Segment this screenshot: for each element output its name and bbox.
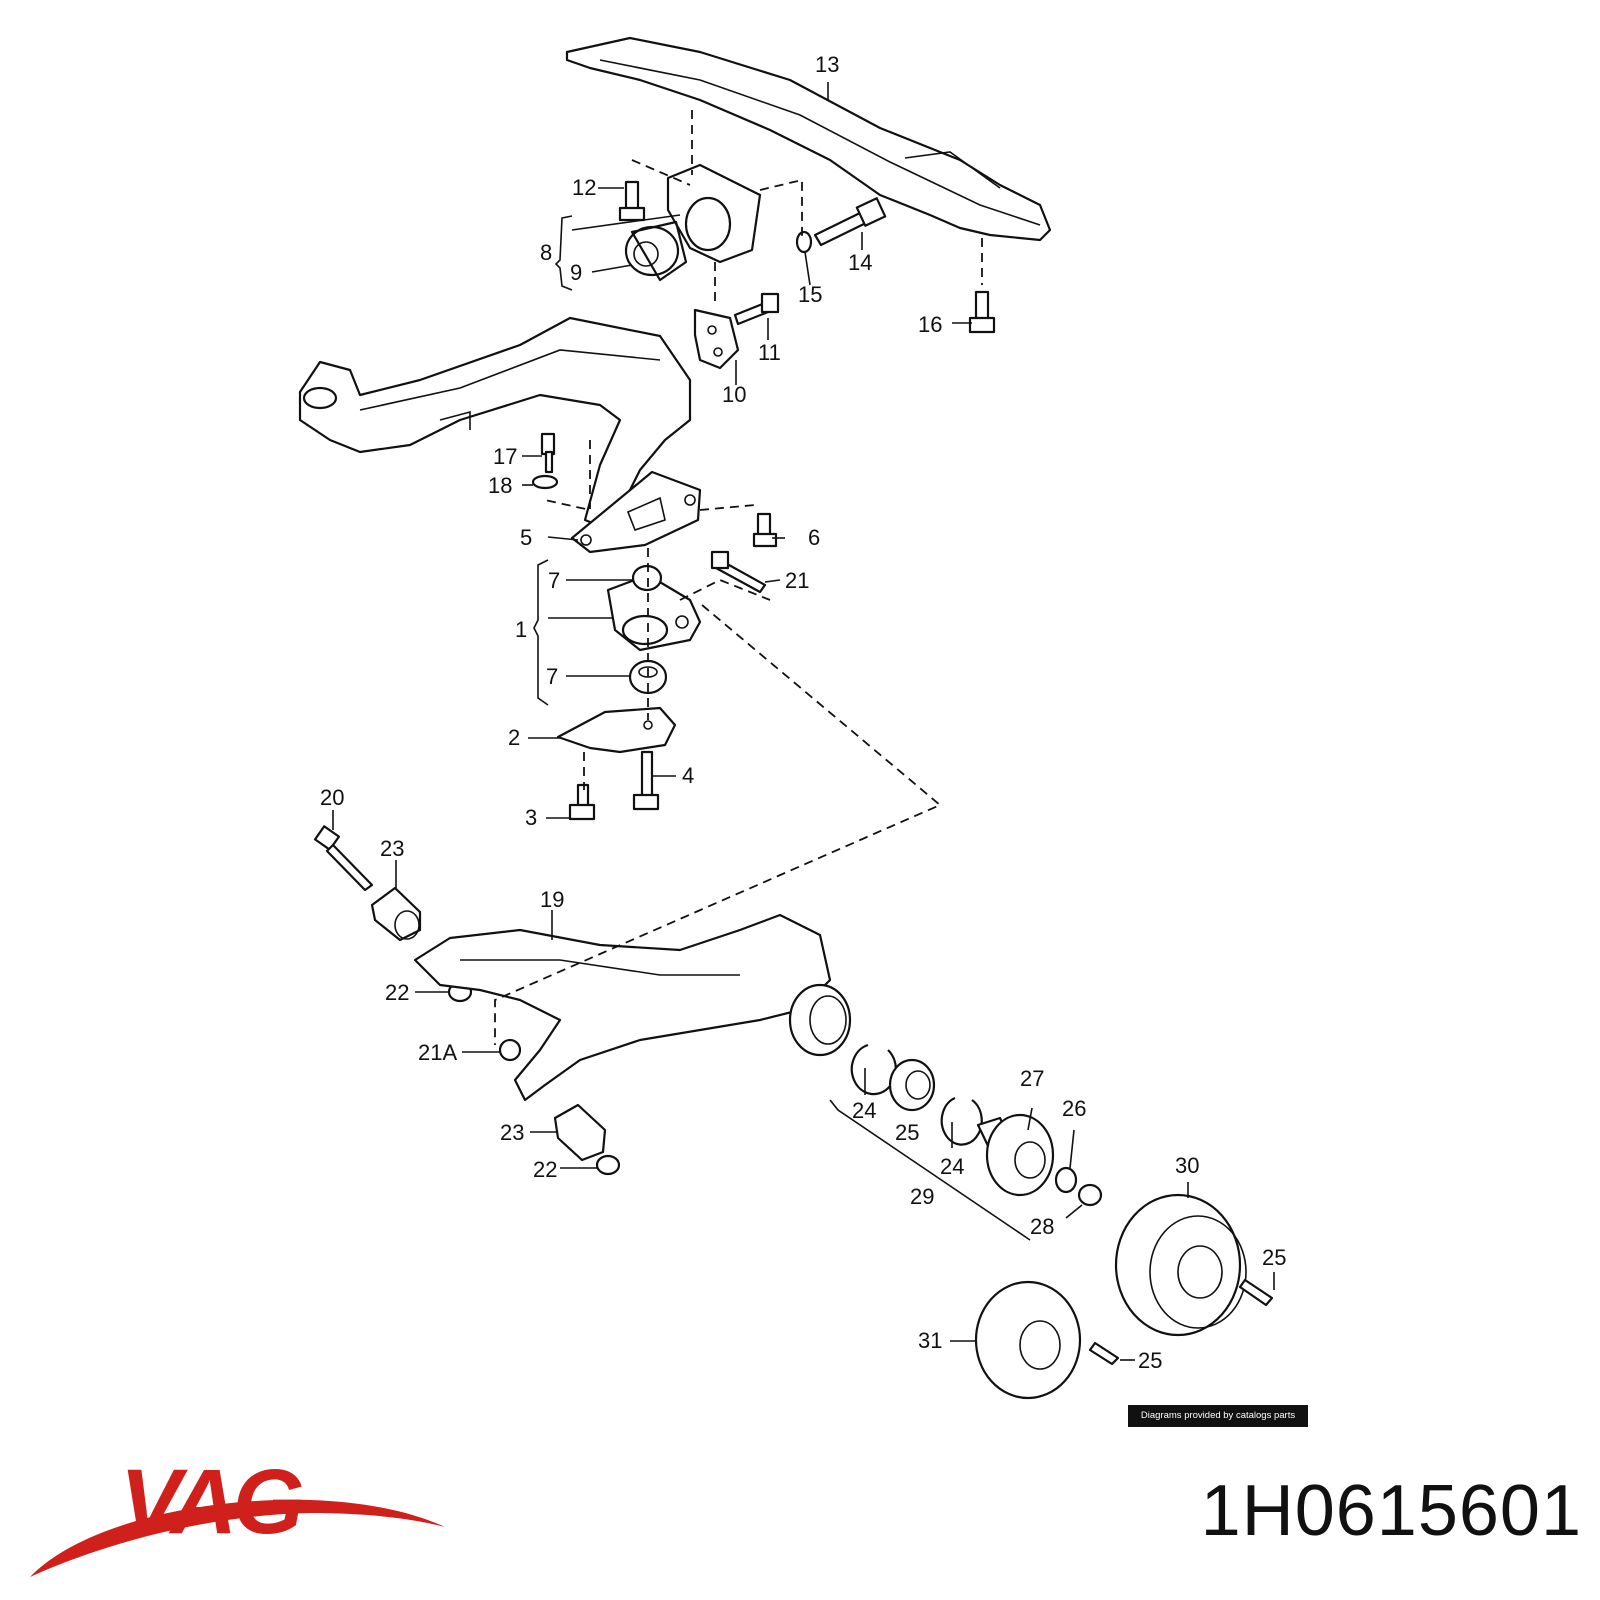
callout-23-upper: 23: [380, 836, 404, 861]
callout-19: 19: [540, 887, 564, 912]
bushing-bracket-8: [624, 163, 762, 282]
callout-20: 20: [320, 785, 344, 810]
callout-14: 14: [848, 250, 872, 275]
callout-10: 10: [722, 382, 746, 407]
callout-25-bearing: 25: [895, 1120, 919, 1145]
callout-22-upper: 22: [385, 980, 409, 1005]
washer-18: [531, 474, 559, 490]
callout-11: 11: [758, 340, 781, 365]
callout-8: 8: [540, 240, 552, 265]
callout-28: 28: [1030, 1214, 1054, 1239]
callout-17: 17: [493, 444, 517, 469]
bolt-3: [568, 783, 596, 821]
vag-logo: VAG: [30, 1451, 445, 1577]
assembly-lines: [494, 110, 983, 1045]
bushing-7-upper: [631, 564, 663, 592]
callout-25-disc: 25: [1138, 1348, 1162, 1373]
bolt-4: [632, 750, 660, 811]
callout-16: 16: [918, 312, 942, 337]
bolt-6: [752, 512, 778, 548]
nut-22-lower: [595, 1154, 621, 1176]
bracket-10: [693, 308, 740, 370]
callout-9: 9: [570, 260, 582, 285]
callout-7-lower: 7: [546, 664, 558, 689]
screw-25-drum: [1238, 1278, 1274, 1307]
washer-15: [795, 230, 813, 254]
logo-swoosh: [30, 1499, 445, 1577]
callout-24-a: 24: [852, 1098, 876, 1123]
callout-24-b: 24: [940, 1154, 964, 1179]
callout-21: 21: [785, 568, 809, 593]
callout-25-drum: 25: [1262, 1245, 1286, 1270]
bolt-12: [618, 180, 646, 222]
bolt-17: [540, 432, 556, 474]
circlip-24-b: [940, 1096, 983, 1146]
callout-4: 4: [682, 763, 694, 788]
bolt-14: [813, 197, 887, 247]
bolt-20: [313, 825, 374, 892]
lower-plate-2: [556, 706, 677, 754]
exploded-parts-diagram: 13 12 8 9 14 15 11 16 10 17 18 5 6 7 21 …: [298, 36, 1286, 1400]
mount-1: [606, 573, 702, 652]
callout-21A: 21A: [418, 1040, 457, 1065]
leader-lines: [332, 82, 1275, 1361]
mount-plate-5: [570, 470, 702, 554]
callout-15: 15: [798, 282, 822, 307]
brake-disc-31: [974, 1280, 1082, 1400]
nut-28: [1077, 1183, 1103, 1207]
callout-7-upper: 7: [548, 568, 560, 593]
screw-25-disc: [1088, 1341, 1120, 1366]
callout-13: 13: [815, 52, 839, 77]
part-number: 1H0615601: [1200, 1471, 1582, 1551]
callout-22-lower: 22: [533, 1157, 557, 1182]
callout-6: 6: [808, 525, 820, 550]
callout-labels: 13 12 8 9 14 15 11 16 10 17 18 5 6 7 21 …: [320, 52, 1286, 1373]
callout-26: 26: [1062, 1096, 1086, 1121]
hub-27: [976, 1113, 1055, 1197]
group-brackets: [533, 215, 1031, 1241]
callout-2: 2: [508, 725, 520, 750]
diagram-credit-label: Diagrams provided by catalogs parts: [1128, 1405, 1308, 1427]
callout-5: 5: [520, 525, 532, 550]
callout-23-lower: 23: [500, 1120, 524, 1145]
callout-3: 3: [525, 805, 537, 830]
bolt-16: [968, 290, 996, 334]
callout-1: 1: [515, 617, 527, 642]
callout-29: 29: [910, 1184, 934, 1209]
bearing-25: [888, 1058, 936, 1112]
callout-30: 30: [1175, 1153, 1199, 1178]
bolt-11: [733, 292, 780, 326]
callout-18: 18: [488, 473, 512, 498]
bushing-23-lower: [553, 1103, 607, 1162]
bolt-21: [710, 550, 767, 594]
callout-27: 27: [1020, 1066, 1044, 1091]
crossmember-13: [565, 36, 1052, 242]
subframe: [298, 316, 692, 532]
axle-beam-19: [413, 913, 852, 1102]
washer-26: [1054, 1166, 1078, 1194]
callout-31: 31: [918, 1328, 942, 1353]
brake-drum-30: [1114, 1193, 1247, 1337]
callout-12: 12: [572, 175, 596, 200]
bushing-23-upper: [370, 886, 422, 942]
logo-wordmark: VAG: [120, 1451, 302, 1553]
